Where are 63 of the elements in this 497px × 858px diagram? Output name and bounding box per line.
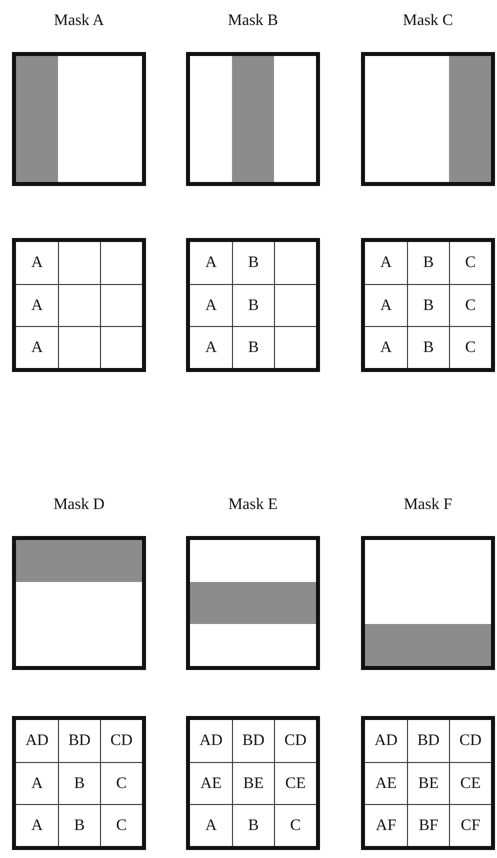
grid-cell: C [449, 326, 491, 368]
grid-cell: A [190, 284, 232, 326]
grid-cell: A [190, 804, 232, 846]
grid-cell: CD [100, 720, 142, 762]
grid-cell: BF [407, 804, 449, 846]
grid-cell [274, 326, 316, 368]
mask-title: Mask D [52, 496, 106, 514]
grid-cell: C [449, 284, 491, 326]
grid-cell: BE [407, 762, 449, 804]
grid-box [12, 238, 146, 372]
grid-cell: B [407, 326, 449, 368]
grid-cell: AF [365, 804, 407, 846]
grid-cell: AD [365, 720, 407, 762]
grid-cell: B [58, 804, 100, 846]
grid-cell: A [365, 242, 407, 284]
grid-cell: A [365, 326, 407, 368]
grid-cell: B [232, 804, 274, 846]
mask-title: Mask E [227, 496, 279, 514]
grid-cell: BD [232, 720, 274, 762]
grid-cell: C [449, 242, 491, 284]
grid-cell: CF [449, 804, 491, 846]
grid-cell: A [190, 242, 232, 284]
grid-cell [100, 326, 142, 368]
grid-cell: B [232, 326, 274, 368]
grid-cell: A [16, 804, 58, 846]
grid-cell: CE [449, 762, 491, 804]
mask-title: Mask C [402, 12, 454, 30]
grid-box [361, 238, 495, 372]
grid-cell: B [58, 762, 100, 804]
grid-box [12, 716, 146, 850]
grid-cell: CE [274, 762, 316, 804]
grid-cell [58, 326, 100, 368]
grid-cell: C [100, 804, 142, 846]
grid-cell: AD [190, 720, 232, 762]
grid-cell [58, 284, 100, 326]
grid-cell: C [274, 804, 316, 846]
mask-title: Mask F [402, 496, 454, 514]
grid-cell: AE [190, 762, 232, 804]
grid-cell: AE [365, 762, 407, 804]
mask-title: Mask A [52, 12, 106, 30]
grid-cell: AD [16, 720, 58, 762]
grid-cell: A [16, 242, 58, 284]
grid-cell [100, 284, 142, 326]
grid-cell: BD [407, 720, 449, 762]
grid-cell: A [190, 326, 232, 368]
grid-cell: BD [58, 720, 100, 762]
grid-cell: BE [232, 762, 274, 804]
grid-cell: B [232, 284, 274, 326]
grid-box [361, 716, 495, 850]
grid-cell: B [232, 242, 274, 284]
grid-cell: B [407, 284, 449, 326]
grid-cell [274, 284, 316, 326]
grid-cell: A [16, 326, 58, 368]
grid-cell: A [16, 762, 58, 804]
grid-cell: CD [274, 720, 316, 762]
grid-cell: B [407, 242, 449, 284]
mask-title: Mask B [226, 12, 280, 30]
grid-cell: CD [449, 720, 491, 762]
grid-cell: A [365, 284, 407, 326]
grid-cell: A [16, 284, 58, 326]
grid-cell: C [100, 762, 142, 804]
grid-box [186, 716, 320, 850]
grid-box [186, 238, 320, 372]
